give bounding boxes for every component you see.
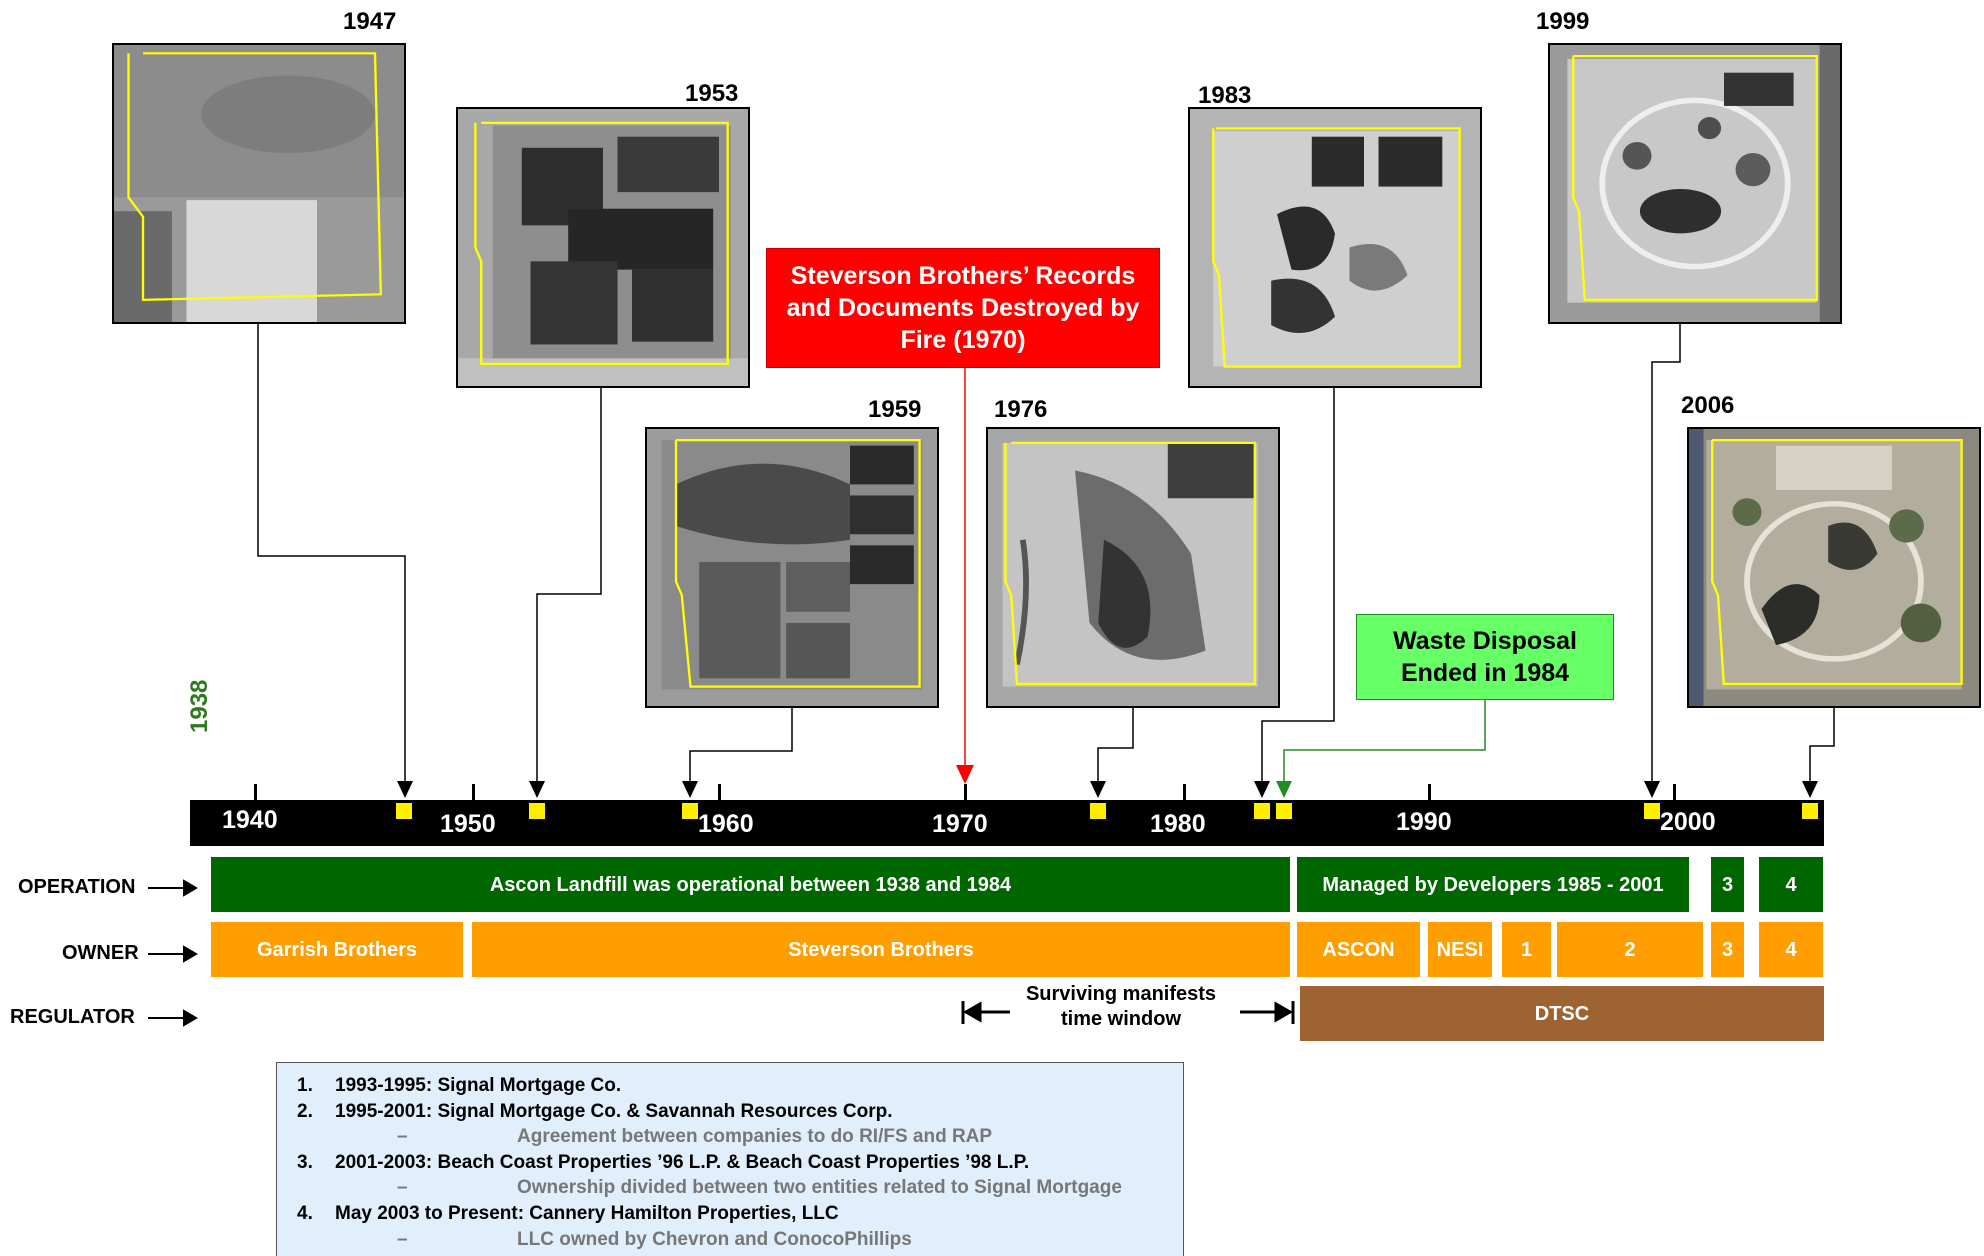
waste-disposal-callout: Waste Disposal Ended in 1984: [1356, 614, 1614, 700]
tick-2000: [1673, 784, 1676, 802]
note-subitem: – Agreement between companies to do RI/FS…: [297, 1124, 1183, 1150]
owner-nesi-bar: NESI: [1428, 922, 1492, 977]
photo-year-1959: 1959: [868, 396, 922, 423]
marker-1976: [1090, 803, 1106, 819]
tick-1960: [718, 784, 721, 802]
operation-4-bar: 4: [1759, 857, 1823, 912]
note-subtext: Ownership divided between two entities r…: [517, 1177, 1122, 1199]
photo-year-1953: 1953: [685, 80, 739, 107]
marker-1959: [682, 803, 698, 819]
marker-1983: [1254, 803, 1270, 819]
tick-label-1960: 1960: [698, 810, 754, 838]
window-arrows: [961, 1001, 1295, 1024]
tick-label-1970: 1970: [932, 810, 988, 838]
photo-year-1983: 1983: [1198, 82, 1252, 109]
note-item: 4. May 2003 to Present: Cannery Hamilton …: [297, 1201, 1183, 1227]
note-text: 2001-2003: Beach Coast Properties ’96 L.…: [335, 1151, 1030, 1173]
tick-1950: [472, 784, 475, 802]
owner-ascon-bar: ASCON: [1297, 922, 1420, 977]
note-subtext: LLC owned by Chevron and ConocoPhillips: [517, 1228, 912, 1250]
tick-1980: [1183, 784, 1186, 802]
tick-label-1980: 1980: [1150, 810, 1206, 838]
note-text: 1993-1995: Signal Mortgage Co.: [335, 1075, 622, 1096]
connector-1976: [1097, 704, 1134, 790]
marker-1999: [1644, 803, 1660, 819]
start-year-label: 1938: [186, 679, 213, 733]
dash-icon: –: [397, 1228, 408, 1250]
dash-icon: –: [397, 1126, 408, 1148]
photo-year-1976: 1976: [994, 396, 1048, 423]
connector-1953: [536, 384, 602, 790]
connector-waste: [1283, 698, 1486, 790]
marker-1947: [396, 803, 412, 819]
connector-1959: [689, 704, 793, 790]
surviving-manifests-label: Surviving manifests time window: [1025, 983, 1217, 1030]
aerial-photo-2006: [1687, 427, 1981, 708]
photo-year-2006: 2006: [1681, 392, 1735, 419]
marker-1984: [1276, 803, 1292, 819]
note-item: 1. 1993-1995: Signal Mortgage Co.: [297, 1073, 1183, 1099]
marker-2006: [1802, 803, 1818, 819]
owner-garrish-bar: Garrish Brothers: [211, 922, 463, 977]
operation-landfill-bar: Ascon Landfill was operational between 1…: [211, 857, 1290, 912]
regulator-row-label: REGULATOR: [10, 1006, 135, 1028]
note-subitem: – Ownership divided between two entities …: [297, 1175, 1183, 1201]
operation-row-label: OPERATION: [18, 876, 136, 898]
note-item: 3. 2001-2003: Beach Coast Properties ’96 …: [297, 1150, 1183, 1176]
note-number: 1.: [297, 1075, 313, 1096]
aerial-photo-1947: [112, 43, 406, 324]
note-subitem: – LLC owned by Chevron and ConocoPhillips: [297, 1227, 1183, 1253]
tick-label-2000: 2000: [1660, 808, 1716, 836]
photo-year-1999: 1999: [1536, 8, 1590, 35]
regulator-dtsc-bar: DTSC: [1300, 986, 1824, 1041]
tick-label-1940: 1940: [222, 806, 278, 834]
arrowheads: [397, 765, 1818, 798]
connector-1947: [257, 320, 406, 790]
connector-1999: [1651, 320, 1681, 790]
operation-developers-bar: Managed by Developers 1985 - 2001: [1297, 857, 1689, 912]
aerial-photo-1976: [986, 427, 1280, 708]
tick-1990: [1428, 784, 1431, 802]
note-number: 2.: [297, 1100, 313, 1122]
dash-icon: –: [397, 1177, 408, 1199]
owner-4-bar: 4: [1759, 922, 1823, 977]
timeline-bar: [190, 800, 1824, 846]
fire-callout: Steverson Brothers’ Records and Document…: [766, 248, 1160, 368]
owner-1-bar: 1: [1502, 922, 1551, 977]
tick-1970: [964, 784, 967, 802]
aerial-photo-1999: [1548, 43, 1842, 324]
note-text: 1995-2001: Signal Mortgage Co. & Savanna…: [335, 1100, 893, 1122]
operation-3-bar: 3: [1711, 857, 1744, 912]
aerial-photo-1959: [645, 427, 939, 708]
tick-label-1990: 1990: [1396, 808, 1452, 836]
note-number: 3.: [297, 1151, 313, 1173]
owner-3-bar: 3: [1711, 922, 1744, 977]
note-number: 4.: [297, 1202, 313, 1224]
aerial-photo-1953: [456, 107, 750, 388]
note-subtext: Agreement between companies to do RI/FS …: [517, 1126, 993, 1148]
tick-1940: [254, 784, 257, 802]
connector-2006: [1809, 705, 1835, 790]
ownership-notes-box: 1. 1993-1995: Signal Mortgage Co. 2. 1995-…: [276, 1062, 1184, 1256]
owner-2-bar: 2: [1557, 922, 1703, 977]
note-item: 2. 1995-2001: Signal Mortgage Co. & Savan…: [297, 1099, 1183, 1125]
photo-year-1947: 1947: [343, 8, 397, 35]
owner-row-label: OWNER: [62, 942, 139, 964]
marker-1953: [529, 803, 545, 819]
note-text: May 2003 to Present: Cannery Hamilton Pr…: [335, 1202, 839, 1224]
owner-steverson-bar: Steverson Brothers: [472, 922, 1290, 977]
connector-1983: [1261, 385, 1335, 790]
tick-label-1950: 1950: [440, 810, 496, 838]
aerial-photo-1983: [1188, 107, 1482, 388]
